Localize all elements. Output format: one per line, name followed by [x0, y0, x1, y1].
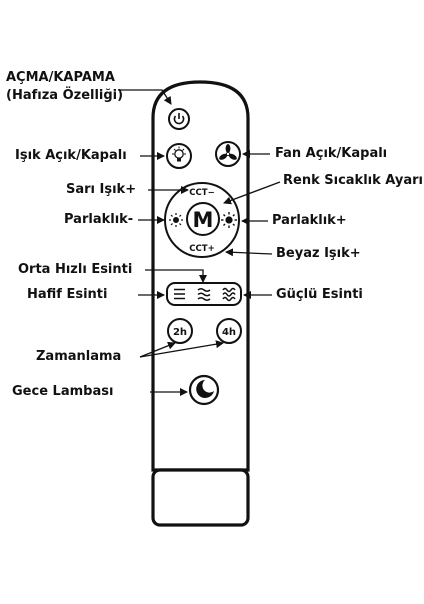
- timer-4h-label: 4h: [222, 327, 236, 338]
- arrow-timer-4h: [139, 340, 224, 358]
- timer-2h-label: 2h: [173, 327, 187, 338]
- brightness-up-button[interactable]: [221, 212, 237, 228]
- label-night-light: Gece Lambası: [12, 384, 114, 399]
- label-power: AÇMA/KAPAMA: [6, 70, 115, 85]
- label-light-wind: Hafif Esinti: [27, 287, 108, 302]
- light-wind-button[interactable]: [174, 288, 185, 300]
- arrow-medium-wind: [145, 269, 207, 283]
- label-medium-wind: Orta Hızlı Esinti: [18, 262, 133, 277]
- wind-icon: [174, 288, 185, 300]
- medium-wind-button[interactable]: [197, 288, 211, 301]
- label-yellow-light: Sarı Işık+: [66, 182, 137, 197]
- arrow-power: [118, 89, 172, 105]
- moon-icon: [196, 380, 214, 398]
- label-power-memory: (Hafıza Özelliği): [6, 88, 124, 103]
- power-button[interactable]: [168, 108, 190, 130]
- label-strong-wind: Güçlü Esinti: [276, 287, 363, 302]
- light-toggle-button[interactable]: [166, 143, 192, 169]
- remote-body: [151, 80, 250, 472]
- timer-2h-button[interactable]: 2h: [167, 318, 193, 344]
- bulb-icon: [172, 146, 186, 162]
- mode-button-label: M: [193, 208, 214, 232]
- strong-wind-button[interactable]: [222, 287, 236, 302]
- wind-icon: [197, 288, 211, 301]
- label-timer: Zamanlama: [36, 349, 122, 364]
- arrow-color-temp: [223, 181, 281, 205]
- timer-4h-button[interactable]: 4h: [216, 318, 242, 344]
- fan-toggle-button[interactable]: [215, 141, 241, 167]
- wind-icon: [222, 287, 236, 302]
- label-brightness-up: Parlaklık+: [272, 213, 347, 228]
- label-light-toggle: Işık Açık/Kapalı: [15, 148, 127, 163]
- mode-button[interactable]: M: [186, 202, 220, 236]
- power-icon: [173, 113, 185, 125]
- sun-icon: [221, 212, 237, 228]
- callout-arrows: [118, 89, 281, 396]
- remote-bottom-cap: [151, 468, 250, 527]
- label-brightness-down: Parlaklık-: [64, 212, 134, 227]
- label-fan-toggle: Fan Açık/Kapalı: [275, 146, 388, 161]
- fan-icon: [219, 144, 237, 160]
- label-color-temp: Renk Sıcaklık Ayarı: [283, 173, 423, 188]
- cct-plus-button[interactable]: CCT+: [189, 244, 214, 254]
- night-light-button[interactable]: [188, 374, 220, 406]
- brightness-down-button[interactable]: [169, 213, 183, 227]
- arrow-white-light: [225, 248, 273, 257]
- cct-minus-button[interactable]: CCT−: [189, 188, 214, 198]
- label-white-light: Beyaz Işık+: [276, 246, 361, 261]
- arrow-timer-2h: [139, 341, 176, 358]
- sun-icon: [169, 213, 183, 227]
